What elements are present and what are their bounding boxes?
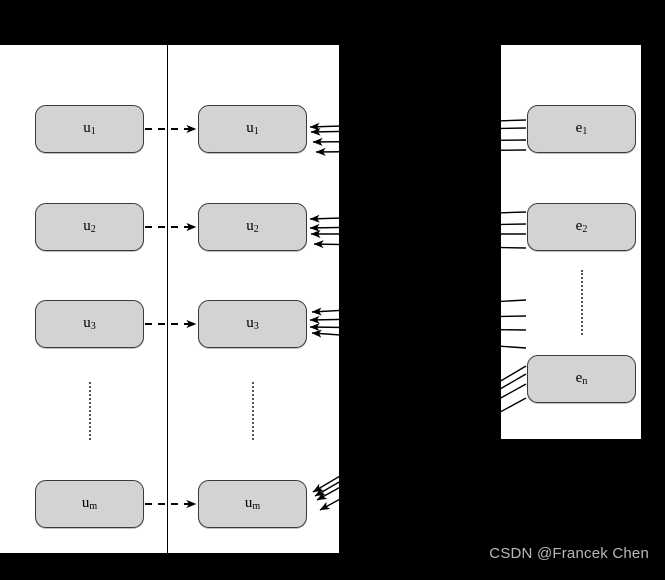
left-node-u1[interactable]: u1	[35, 105, 144, 153]
node-label-sub: 3	[90, 321, 96, 333]
node-label-sub: m	[89, 501, 98, 513]
right-node-e1[interactable]: e1	[527, 105, 636, 153]
node-label: e2	[575, 217, 588, 236]
node-label-sub: m	[252, 501, 261, 513]
node-label: u2	[83, 217, 96, 236]
node-label-base: u	[246, 314, 254, 331]
node-label-sub: 2	[253, 224, 259, 236]
solid-connectors	[309, 119, 527, 511]
node-label: u3	[246, 314, 259, 333]
node-label: e1	[575, 119, 588, 138]
node-label-base: u	[246, 119, 254, 136]
node-label-base: e	[575, 369, 583, 386]
node-label-base: u	[81, 494, 90, 511]
middle-node-u3[interactable]: u3	[198, 300, 307, 348]
node-label-sub: 2	[582, 224, 588, 236]
right-node-e2[interactable]: e2	[527, 203, 636, 251]
node-label-sub: 1	[253, 126, 259, 138]
middle-node-um[interactable]: um	[198, 480, 307, 528]
node-label-base: e	[575, 119, 583, 136]
middle-panel-ellipsis	[252, 382, 256, 440]
watermark: CSDN @Francek Chen	[489, 545, 649, 562]
left-node-um[interactable]: um	[35, 480, 144, 528]
node-label-sub: 2	[90, 224, 96, 236]
node-label: u3	[83, 314, 96, 333]
node-label: um	[244, 494, 261, 513]
node-label: u2	[246, 217, 259, 236]
node-label-sub: 1	[90, 126, 96, 138]
node-label: u1	[83, 119, 96, 138]
right-panel-ellipsis	[581, 270, 585, 335]
left-node-u2[interactable]: u2	[35, 203, 144, 251]
node-label-base: u	[83, 217, 91, 234]
node-label-base: u	[246, 217, 254, 234]
node-label-sub: n	[582, 376, 588, 388]
node-label-sub: 1	[582, 126, 588, 138]
middle-node-u1[interactable]: u1	[198, 105, 307, 153]
node-label: um	[81, 494, 98, 513]
node-label-base: e	[575, 217, 583, 234]
right-node-en[interactable]: en	[527, 355, 636, 403]
left-panel-ellipsis	[89, 382, 93, 440]
left-node-u3[interactable]: u3	[35, 300, 144, 348]
middle-node-u2[interactable]: u2	[198, 203, 307, 251]
node-label: en	[575, 369, 588, 388]
node-label-base: u	[83, 314, 91, 331]
node-label-base: u	[83, 119, 91, 136]
node-label-base: u	[244, 494, 253, 511]
node-label-sub: 3	[253, 321, 259, 333]
node-label: u1	[246, 119, 259, 138]
